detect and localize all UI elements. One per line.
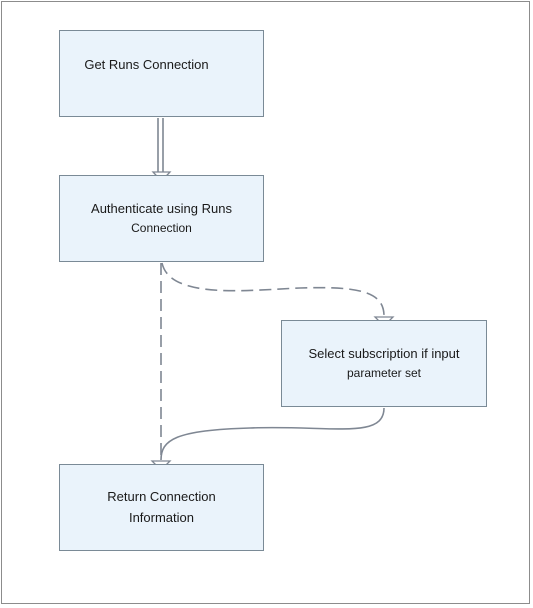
node-label-line-2: parameter set [346, 366, 422, 381]
node-authenticate: Authenticate using Runs Connection [59, 175, 264, 262]
node-label-line-1: Select subscription if input [308, 345, 460, 361]
node-select-subscription: Select subscription if input parameter s… [281, 320, 487, 407]
node-get-runs-connection: Get Runs Connection [59, 30, 264, 117]
node-label-line-1: Authenticate using Runs [91, 200, 232, 216]
node-label-line-2: Information [128, 509, 195, 525]
node-label-line-1: Return Connection [107, 488, 216, 504]
node-label-line-2: Connection [131, 221, 192, 236]
node-label: Get Runs Connection [84, 57, 209, 73]
node-return-connection: Return Connection Information [59, 464, 264, 551]
edge-auth-to-select [161, 262, 385, 317]
edge-select-to-return [160, 407, 385, 461]
